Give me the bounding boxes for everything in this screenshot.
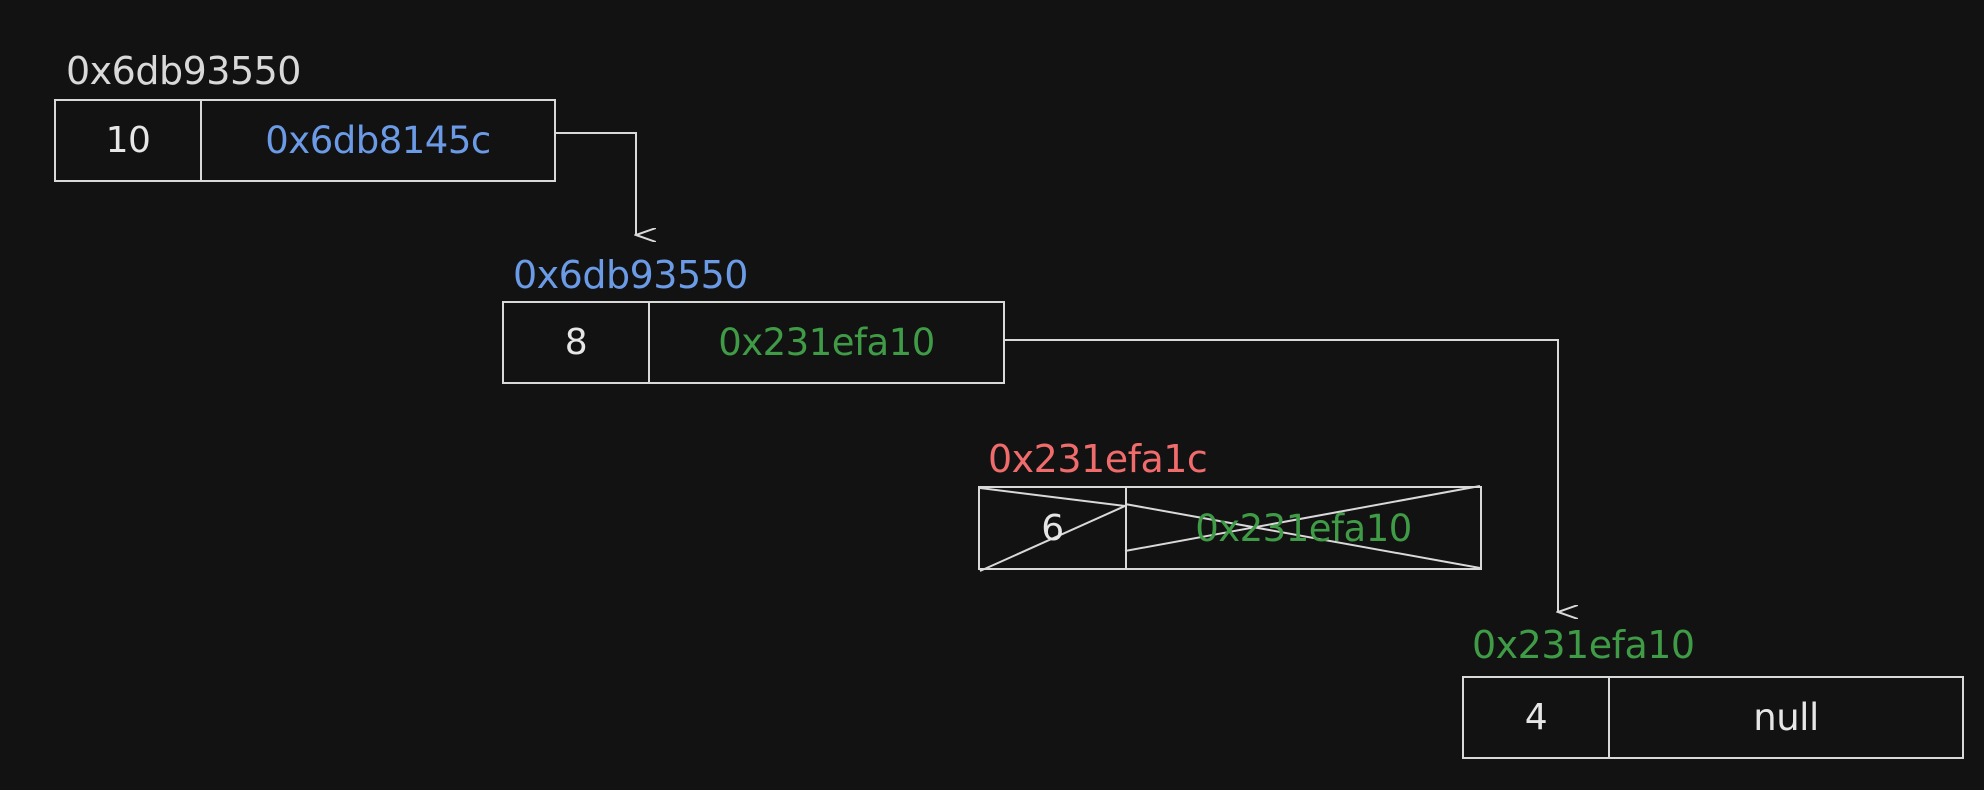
node-4-address: 0x231efa10 [1472, 623, 1695, 667]
node-2-next-cell: 0x231efa10 [648, 301, 1005, 384]
node-4-value-cell: 4 [1462, 676, 1610, 759]
node-1-value-cell: 10 [54, 99, 202, 182]
node-3-address: 0x231efa1c [988, 437, 1208, 481]
node-4-next-cell: null [1608, 676, 1964, 759]
pointer-arrow-2 [1005, 339, 1558, 612]
node-3-value-cell: 6 [978, 486, 1127, 570]
pointer-arrow-1 [555, 132, 636, 235]
deleted-node-strike [979, 485, 1481, 572]
node-2-address: 0x6db93550 [513, 253, 748, 297]
node-1-next-cell: 0x6db8145c [200, 99, 556, 182]
node-3-next-cell: 0x231efa10 [1125, 486, 1482, 570]
node-1-address: 0x6db93550 [66, 49, 301, 93]
node-2-value-cell: 8 [502, 301, 650, 384]
